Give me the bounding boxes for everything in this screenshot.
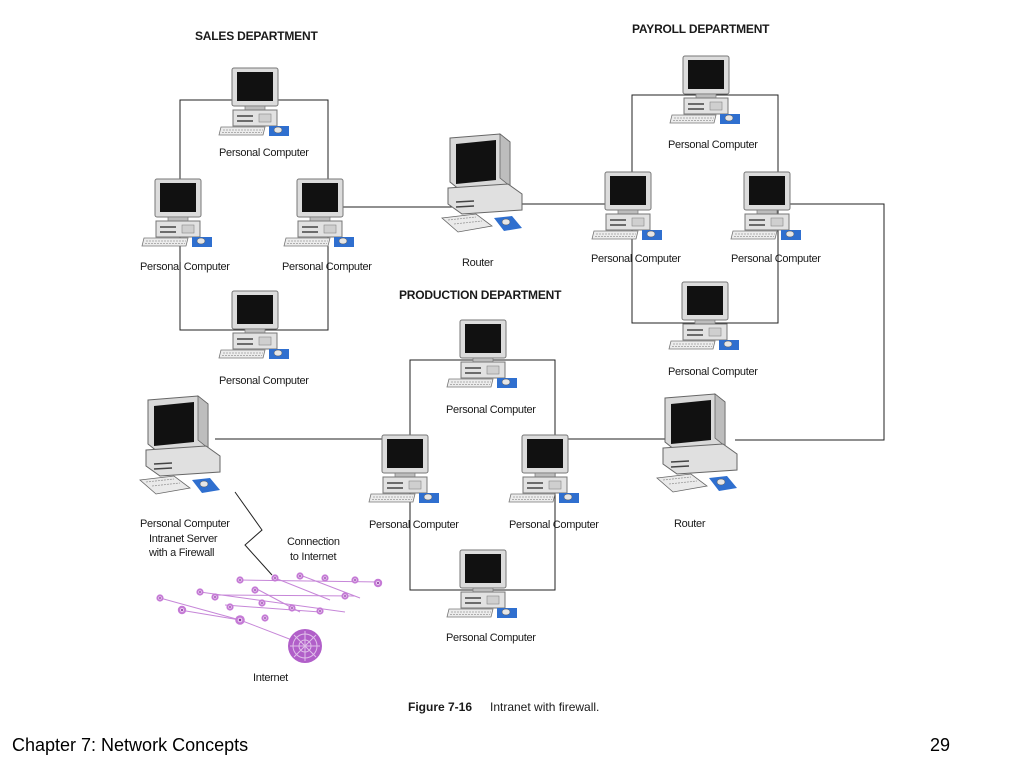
production-pc-left: Personal Computer [368, 434, 460, 531]
router-label: Router [462, 257, 494, 269]
pc-label: Personal Computer [668, 366, 758, 378]
router-icon [656, 393, 738, 493]
pc-label: Personal Computer [509, 519, 599, 531]
computer-icon [368, 434, 440, 504]
sales-pc-top: Personal Computer [218, 67, 310, 159]
sales-dept-title: SALES DEPARTMENT [195, 29, 318, 43]
chapter-footer: Chapter 7: Network Concepts [12, 735, 249, 755]
computer-icon [446, 319, 518, 389]
production-pc-right: Personal Computer [508, 434, 600, 531]
computer-icon [668, 281, 740, 351]
page-number: 29 [930, 735, 951, 755]
pc-label: Personal Computer [446, 632, 536, 644]
payroll-dept-title: PAYROLL DEPARTMENT [632, 22, 770, 36]
pc-label: Personal Computer [282, 261, 372, 273]
computer-icon [218, 290, 290, 360]
internet-label: Internet [253, 672, 288, 684]
payroll-pc-bottom: Personal Computer [668, 281, 759, 378]
router-icon [441, 133, 523, 233]
server-label-line3: with a Firewall [148, 547, 214, 559]
pc-label: Personal Computer [591, 253, 681, 265]
router-label: Router [674, 518, 706, 530]
intranet-server: Personal Computer Intranet Server with a… [139, 395, 231, 559]
pc-label: Personal Computer [446, 404, 536, 416]
pc-label: Personal Computer [140, 261, 230, 273]
router-bottom: Router [656, 393, 738, 530]
computer-icon [141, 178, 213, 248]
computer-icon [446, 549, 518, 619]
sales-pc-right: Personal Computer [282, 178, 373, 273]
production-dept-title: PRODUCTION DEPARTMENT [399, 288, 562, 302]
sales-pc-bottom: Personal Computer [218, 290, 310, 387]
pc-label: Personal Computer [369, 519, 459, 531]
connection-lines [179, 94, 885, 591]
router-top: Router [441, 133, 523, 269]
payroll-pc-right: Personal Computer [730, 171, 822, 265]
sales-pc-left: Personal Computer [140, 178, 231, 273]
payroll-pc-top: Personal Computer [668, 55, 759, 151]
production-pc-bottom: Personal Computer [446, 549, 537, 644]
connection-label-line2: to Internet [290, 551, 336, 563]
server-label-line2: Intranet Server [149, 533, 218, 545]
server-icon [139, 395, 221, 495]
computer-icon [508, 434, 580, 504]
server-label-line1: Personal Computer [140, 518, 230, 530]
computer-icon [730, 171, 802, 241]
internet-network [156, 572, 383, 663]
pc-label: Personal Computer [668, 139, 758, 151]
figure-number: Figure 7-16 [408, 700, 472, 714]
computer-icon [218, 67, 290, 137]
pc-label: Personal Computer [731, 253, 821, 265]
payroll-pc-left: Personal Computer [591, 171, 682, 265]
connection-label-line1: Connection [287, 536, 340, 548]
pc-label: Personal Computer [219, 375, 309, 387]
production-pc-top: Personal Computer [446, 319, 537, 416]
pc-label: Personal Computer [219, 147, 309, 159]
computer-icon [591, 171, 663, 241]
figure-caption: Intranet with firewall. [490, 700, 599, 714]
computer-icon [669, 55, 741, 125]
computer-icon [283, 178, 355, 248]
